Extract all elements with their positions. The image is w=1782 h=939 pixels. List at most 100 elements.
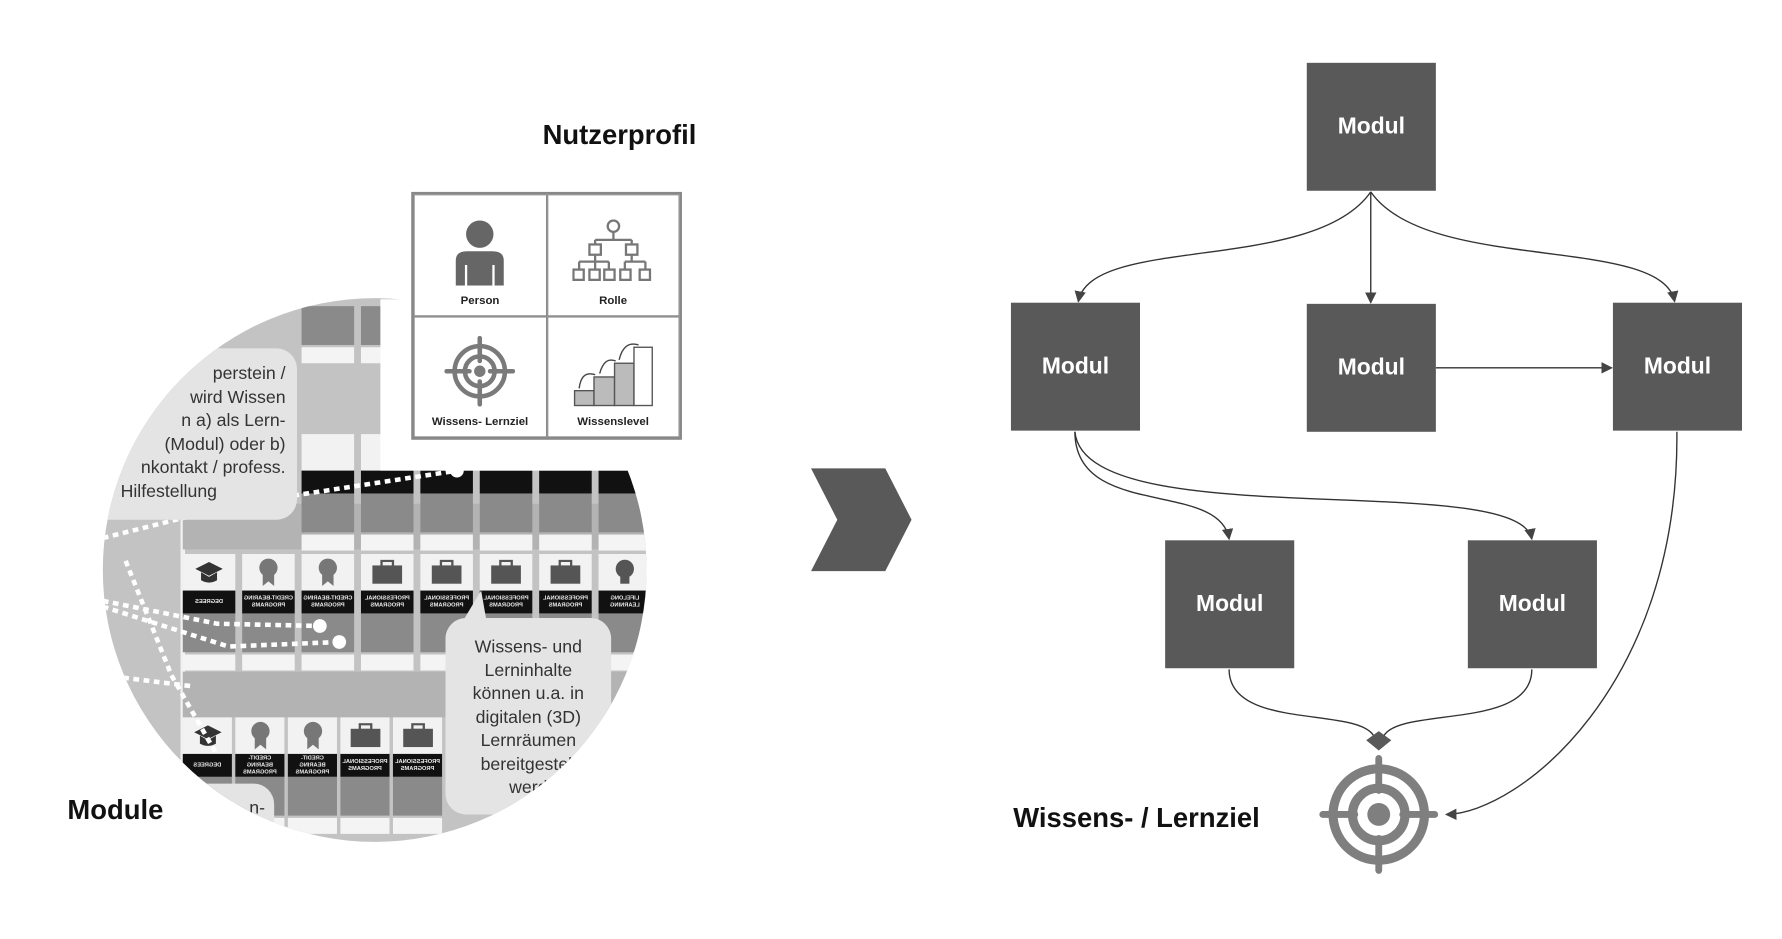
tile-footer bbox=[479, 534, 533, 551]
tile-body bbox=[287, 776, 337, 816]
module-tile: CREDIT-BEARING PROGRAMS bbox=[301, 554, 355, 671]
bubble-text-line: nkontakt / profess. bbox=[140, 458, 286, 478]
profile-cell-role: Rolle bbox=[546, 194, 680, 316]
profile-cell-goal: Wissens- Lernziel bbox=[413, 315, 547, 438]
edge bbox=[1074, 431, 1536, 541]
tile-icon bbox=[340, 717, 390, 754]
bubble-text-line: Hilfestellung bbox=[120, 481, 218, 501]
profile-cell-label: Person bbox=[460, 294, 500, 307]
tile-footer bbox=[420, 534, 473, 551]
module-tile: PROFESSIONAL PROGRAMS bbox=[392, 717, 443, 834]
bubble-text-line: wird Wissen bbox=[190, 387, 286, 408]
chevron-right-icon bbox=[811, 468, 912, 572]
module-box: Modul bbox=[1010, 302, 1141, 431]
user-profile-grid: Person Rolle Wissens- Lernziel bbox=[411, 191, 682, 440]
tile-body bbox=[301, 613, 355, 653]
tile-footer bbox=[360, 654, 414, 671]
bubble-text-line: perstein / bbox=[212, 364, 286, 384]
module-box: Modul bbox=[1306, 303, 1436, 432]
briefcase-icon bbox=[350, 723, 380, 748]
tile-body bbox=[340, 776, 390, 816]
tile-icon bbox=[235, 717, 285, 754]
steps-chart-icon bbox=[573, 343, 653, 407]
org-chart-icon bbox=[572, 218, 651, 281]
callout-bubble-3: n- bbox=[125, 783, 275, 842]
tile-icon bbox=[301, 554, 355, 591]
tile-body bbox=[360, 493, 414, 533]
profile-cell-person: Person bbox=[413, 194, 547, 316]
bubble-text-line: können u.a. in bbox=[472, 684, 584, 704]
tile-footer bbox=[182, 654, 236, 671]
profile-cell-level: Wissenslevel bbox=[546, 315, 680, 438]
tile-body bbox=[301, 493, 355, 533]
edge bbox=[1074, 191, 1372, 303]
target-icon bbox=[444, 335, 516, 407]
target-icon bbox=[1319, 755, 1439, 874]
profile-title: Nutzerprofil bbox=[542, 119, 697, 151]
briefcase-icon bbox=[372, 559, 403, 584]
tile-body bbox=[479, 493, 533, 533]
module-box: Modul bbox=[1306, 62, 1436, 191]
callout-bubble-1: perstein / wird Wissen n a) als Lern- (M… bbox=[102, 348, 297, 520]
bubble-text-line: digitalen (3D) bbox=[475, 707, 581, 728]
tile-footer bbox=[301, 534, 355, 551]
module-tile: CREDIT-BEARING PROGRAMS bbox=[287, 717, 337, 834]
bubble-text-line: Wissens- und bbox=[474, 637, 582, 657]
person-icon bbox=[456, 219, 505, 286]
tile-body bbox=[420, 493, 473, 533]
tile-body bbox=[360, 613, 414, 653]
profile-cell-label: Wissenslevel bbox=[577, 415, 649, 429]
tile-body bbox=[301, 306, 355, 345]
profile-cell-label: Rolle bbox=[599, 294, 628, 307]
module-box: Modul bbox=[1612, 302, 1743, 431]
module-tile: PROFESSIONAL PROGRAMS bbox=[340, 717, 390, 834]
briefcase-icon bbox=[550, 559, 581, 584]
profile-cell-label: Wissens- Lernziel bbox=[431, 415, 529, 429]
edge bbox=[1074, 431, 1234, 541]
graduation-cap-icon bbox=[195, 562, 223, 583]
bubble-text-line: n- bbox=[249, 798, 266, 818]
tile-icon bbox=[182, 717, 232, 754]
tile-footer bbox=[340, 817, 390, 834]
edge bbox=[1382, 669, 1533, 738]
tile-icon bbox=[301, 434, 355, 471]
tile-icon bbox=[420, 554, 473, 591]
tile-icon bbox=[242, 554, 295, 591]
tile-icon bbox=[598, 554, 647, 591]
tile-icon bbox=[392, 717, 443, 754]
tile-icon bbox=[287, 717, 337, 754]
tile-footer bbox=[242, 654, 295, 671]
module-tile: PROFESSIONAL PROGRAMS bbox=[360, 554, 414, 671]
bubble-text-line: Lerninhalte bbox=[484, 660, 573, 681]
tile-footer bbox=[539, 534, 592, 551]
tile-footer bbox=[287, 817, 337, 834]
award-ribbon-icon bbox=[250, 721, 270, 750]
bubble-text-line: Lernräumen bbox=[480, 731, 577, 751]
bubble-text-line: (Modul) oder b) bbox=[164, 434, 286, 455]
tile-footer bbox=[301, 347, 355, 364]
module-box: Modul bbox=[1467, 540, 1597, 669]
tile-footer bbox=[360, 534, 414, 551]
tile-icon bbox=[360, 554, 414, 591]
divider-line bbox=[180, 298, 186, 842]
tile-footer bbox=[392, 817, 443, 834]
award-ribbon-icon bbox=[318, 558, 337, 586]
module-tile: CREDIT-BEARING PROGRAMS bbox=[242, 554, 295, 671]
briefcase-icon bbox=[491, 559, 521, 584]
module-box: Modul bbox=[1165, 540, 1295, 669]
tile-body bbox=[392, 776, 443, 816]
modules-title: Module bbox=[67, 795, 164, 826]
tile-icon bbox=[539, 554, 592, 591]
tile-footer bbox=[301, 654, 355, 671]
edge bbox=[1445, 431, 1678, 820]
goal-label: Wissens- / Lernziel bbox=[1013, 803, 1260, 834]
bubble-text-line: bereitgestell bbox=[480, 754, 577, 774]
edge bbox=[1370, 191, 1679, 303]
bubble-text-line: werd bbox=[509, 777, 548, 798]
tile-icon bbox=[479, 554, 533, 591]
edge bbox=[1228, 669, 1375, 738]
award-ribbon-icon bbox=[303, 721, 322, 750]
tile-body bbox=[598, 493, 647, 533]
